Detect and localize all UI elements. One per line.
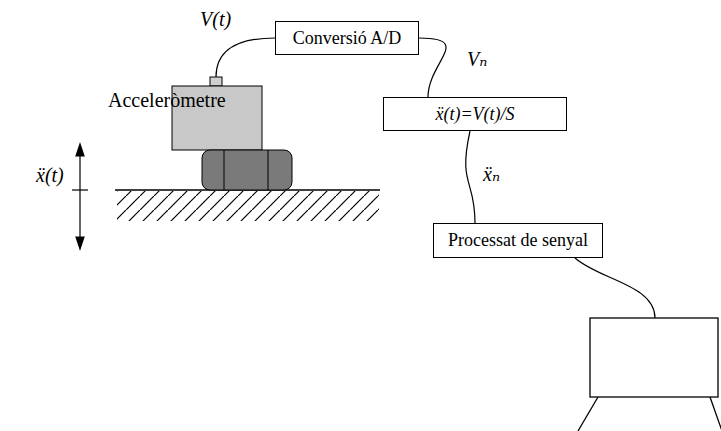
monitor [578,318,721,431]
signal-wire [466,131,475,223]
sensor-cable [216,38,275,77]
signal-name: V(t) [200,8,231,30]
box-text: Processat de senyal [448,230,588,251]
signal-name: Vₙ [465,48,489,70]
ground-hatch [117,191,379,221]
signal-wire [419,38,446,97]
signal-name: ẍ(t) [36,164,64,186]
signal-name: ẍₙ [481,163,502,185]
formula-box: ẍ(t)=V(t)/S [383,97,567,131]
box-text: Conversió A/D [293,28,402,49]
acceleration-arrow [72,144,88,249]
process-box: Processat de senyal [433,223,603,258]
box-text: ẍ(t)=V(t)/S [435,104,514,125]
part-name: Acceleròmetre [108,89,226,111]
converter-box: Conversió A/D [275,21,419,55]
monitor-cable [575,258,655,318]
